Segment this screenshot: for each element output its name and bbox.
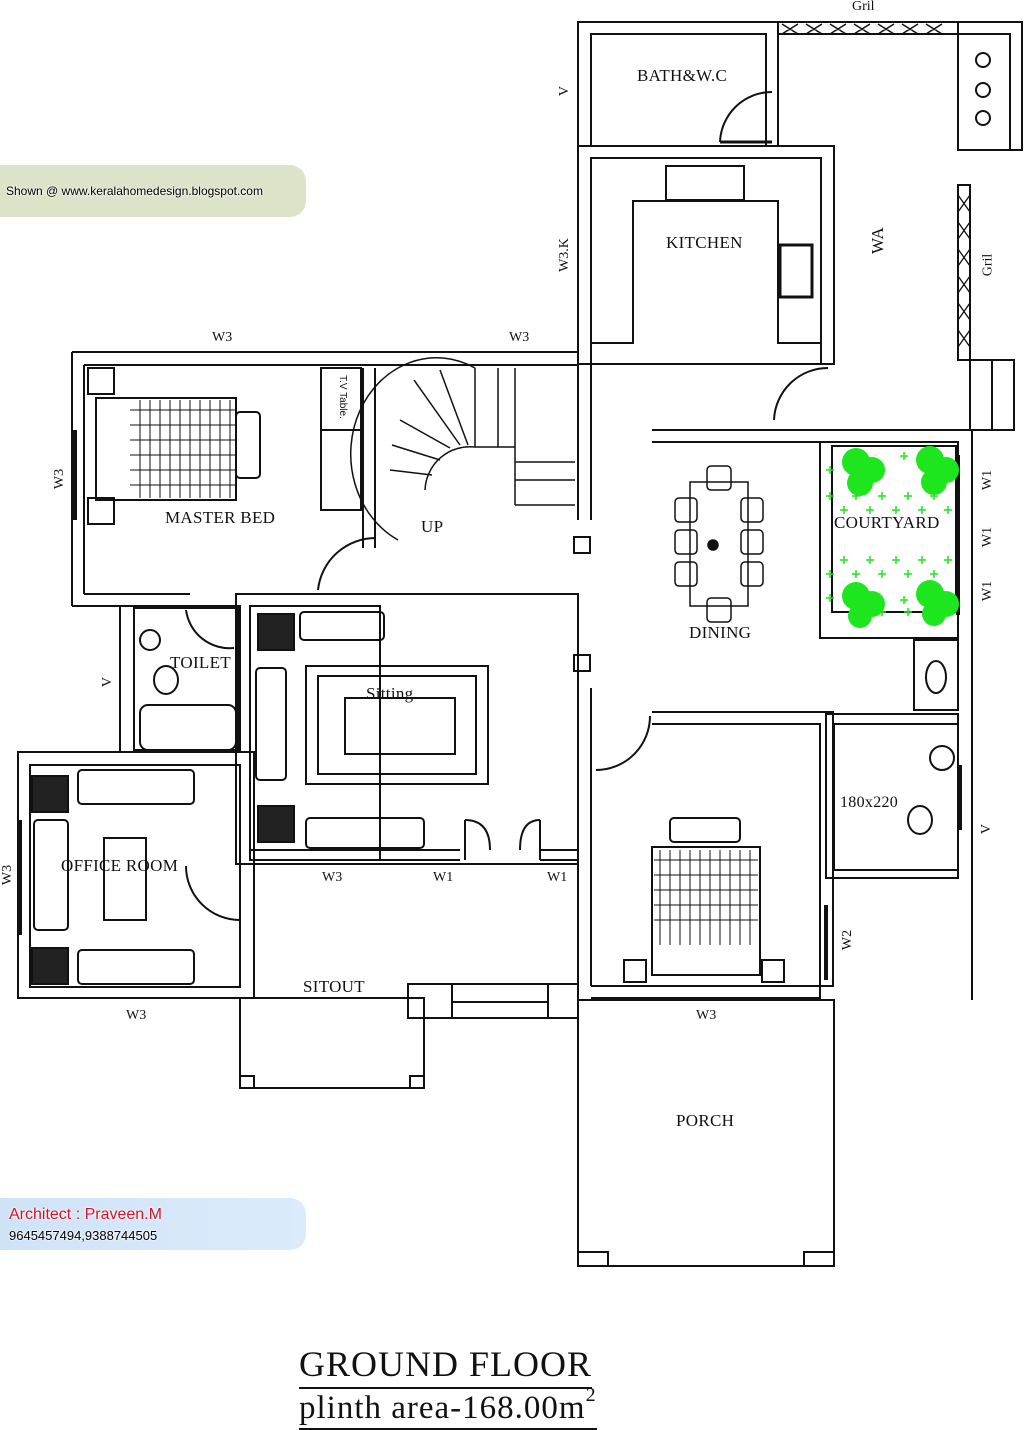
window-label-w3-sitting-bottom: W3 — [322, 870, 343, 885]
plan-title: GROUND FLOOR — [299, 1343, 593, 1389]
website-banner: Shown @ www.keralahomedesign.blogspot.co… — [0, 165, 306, 217]
window-label-w1-court-1: W1 — [980, 469, 996, 491]
staircase — [349, 357, 575, 541]
room-label-sitout: SITOUT — [303, 977, 365, 996]
plinth-area-superscript: 2 — [585, 1384, 597, 1406]
window-label-w2-bed2: W2 — [840, 929, 856, 951]
window-label-w3-master-left: W3 — [52, 468, 68, 490]
room-label-dining: DINING — [689, 623, 752, 642]
gril-right — [957, 184, 1015, 431]
room-label-courtyard: COURTYARD — [834, 513, 940, 532]
architect-banner: Architect : Praveen.M 9645457494,9388744… — [0, 1198, 306, 1250]
window-label-v-bath: V — [557, 85, 573, 97]
room-label-office-room: OFFICE ROOM — [61, 856, 179, 875]
porch-outline — [577, 999, 835, 1267]
bath-size-label: 180x220 — [840, 794, 899, 811]
window-label-gril-top: Gril — [852, 0, 875, 14]
courtyard-plants — [842, 446, 959, 628]
room-label-sitting: Sitting — [366, 684, 414, 703]
gril-top — [781, 23, 943, 35]
courtyard-crosses — [826, 452, 952, 616]
bath-wc-walls — [577, 21, 1023, 151]
plinth-area: plinth area-168.00m2 — [299, 1384, 597, 1430]
window-label-v-bed2-bath: V — [979, 823, 995, 835]
window-label-w3-bed2-bottom: W3 — [696, 1008, 717, 1023]
window-label-w1-court-2: W1 — [980, 526, 996, 548]
kitchen-walls — [577, 145, 835, 421]
room-label-master-bed: MASTER BED — [165, 508, 276, 527]
window-label-w3-stair-top: W3 — [509, 330, 530, 345]
window-label-w1-sitting-1: W1 — [433, 870, 454, 885]
website-credit: Shown @ www.keralahomedesign.blogspot.co… — [6, 184, 263, 198]
architect-phones: 9645457494,9388744505 — [9, 1228, 158, 1243]
plinth-area-text: plinth area-168.00m — [299, 1390, 586, 1426]
office-room-walls — [17, 751, 255, 999]
window-label-gril-right: Gril — [980, 253, 996, 277]
sitout-outline — [239, 983, 579, 1089]
sitting-walls — [235, 593, 579, 865]
courtyard-walls — [652, 429, 973, 1000]
window-label-w1-court-3: W1 — [980, 580, 996, 602]
room-label-work-area: WA — [868, 226, 888, 255]
room-label-tv-table: T.V Table. — [336, 375, 348, 419]
central-walls — [573, 22, 651, 1000]
stair-label-up: UP — [421, 517, 444, 536]
window-label-w1-sitting-2: W1 — [547, 870, 568, 885]
bedroom2-walls — [591, 711, 962, 999]
window-label-w3-office-left: W3 — [0, 864, 16, 886]
dining-table — [674, 465, 764, 623]
room-label-kitchen: KITCHEN — [666, 233, 743, 252]
master-bed-walls — [71, 351, 578, 607]
room-label-porch: PORCH — [676, 1111, 735, 1130]
window-label-w3-office-bottom: W3 — [126, 1008, 147, 1023]
room-label-bath-wc: BATH&W.C — [637, 66, 728, 85]
architect-name: Architect : Praveen.M — [9, 1206, 162, 1223]
toilet-walls — [119, 605, 241, 753]
window-label-v-toilet: V — [100, 676, 116, 688]
window-label-w3k: W3.K — [556, 238, 572, 272]
bed-plaid — [130, 400, 758, 945]
room-label-toilet: TOILET — [170, 653, 231, 672]
window-label-w3-master-top: W3 — [212, 330, 233, 345]
